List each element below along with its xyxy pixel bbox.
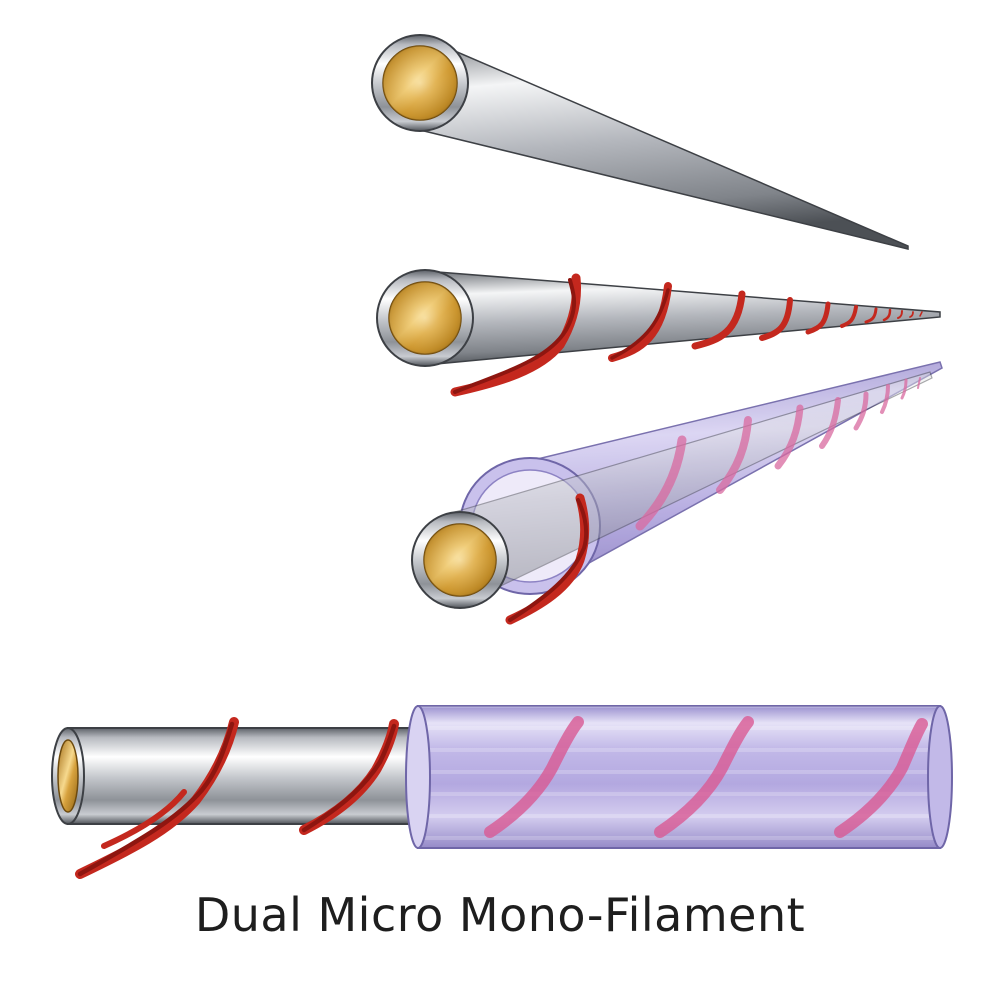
ghost-filament: [484, 716, 928, 838]
insulated-conductor: [411, 361, 943, 625]
wrapped-conductor: [376, 269, 941, 397]
ghost-filament: [635, 377, 921, 531]
bare-conductor: [371, 34, 909, 250]
silver-sheath: [419, 34, 909, 250]
twisted-red-filament: [75, 717, 399, 879]
silver-sheath: [424, 270, 941, 366]
diagram-caption: Dual Micro Mono-Filament: [194, 888, 806, 942]
cable-cross-section: [51, 705, 953, 879]
gold-core-highlight: [389, 282, 461, 354]
gold-core-highlight: [383, 46, 457, 120]
twisted-red-filament: [450, 273, 923, 397]
gold-core-highlight: [424, 524, 496, 596]
gold-core: [57, 739, 79, 813]
twisted-red-filament: [505, 493, 590, 625]
insulation-right-end: [927, 705, 953, 849]
insulation-left-end: [405, 705, 431, 849]
